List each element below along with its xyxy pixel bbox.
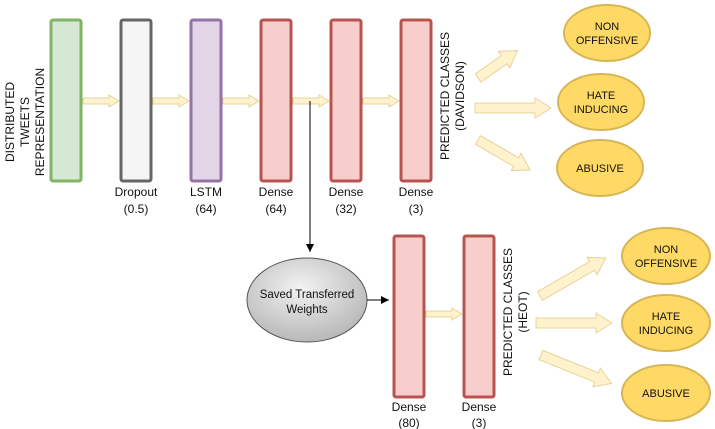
top-class-arrows [474,49,552,172]
class-hate-inducing-davidson-line1: HATE [587,90,616,102]
class-abusive-heot-line1: ABUSIVE [642,388,690,400]
saved-weights-line1: Saved Transferred [260,289,355,301]
arrow-dropout-to-lstm [152,94,190,108]
layer-size-dense-3-heot: (3) [472,416,487,429]
arrow-to-non-offensive [474,49,519,83]
layer-size-dense-64: (64) [265,202,286,216]
dense-3-heot-block [462,234,496,399]
predicted-classes-heot-sublabel: (HEOT) [516,291,530,332]
layer-label-dense-3-heot: Dense [462,400,497,414]
predicted-classes-davidson-sublabel: (DAVIDSON) [453,61,467,131]
dense-80-block [392,234,426,399]
class-non-offensive-davidson-line2: OFFENSIVE [576,35,638,47]
class-non-offensive-davidson [563,4,651,62]
arrow-to-abusive [474,134,531,172]
class-non-offensive-davidson-line1: NON [595,21,620,33]
dense-32-block [329,18,363,183]
class-abusive-heot [621,364,711,422]
arrow-dense-64-to-dense-32 [292,94,330,108]
arrow-dense-80-to-dense-3 [425,307,463,321]
layer-label-dense-80: Dense [392,400,427,414]
saved-weights-line2: Weights [286,304,328,316]
predicted-classes-heot-label: PREDICTED CLASSES [501,248,515,376]
arrow-input-to-dropout [82,94,120,108]
class-abusive-davidson-line1: ABUSIVE [576,163,624,175]
bottom-class-arrows [535,256,613,388]
input-label-2: TWEETS [18,97,32,147]
dense-3-block [399,18,433,183]
arrow-to-non-offensive-heot [536,256,607,302]
layer-size-dense-3: (3) [409,202,424,216]
arrow-dense-32-to-dense-3 [362,94,400,108]
class-hate-inducing-davidson-line2: INDUCING [574,104,628,116]
layer-label-dense-32: Dense [329,185,364,199]
layer-label-dense-64: Dense [259,185,294,199]
predicted-classes-davidson-label: PREDICTED CLASSES [438,32,452,160]
class-hate-inducing-heot-line1: HATE [652,311,681,323]
class-non-offensive-heot [621,227,711,285]
lstm-block [189,18,223,183]
arrow-to-abusive-heot [538,349,613,388]
input-label: DISTRIBUTED [3,82,17,162]
layer-label-dense-3: Dense [399,185,434,199]
dense-64-block [259,18,293,183]
input-block [49,18,83,183]
arrow-to-hate-inducing [474,97,552,119]
arrow-to-hate-inducing-heot [535,312,613,334]
top-flow-arrows [82,94,400,108]
dropout-block [119,18,153,183]
layer-label-lstm: LSTM [190,185,222,199]
layer-size-lstm: (64) [195,202,216,216]
class-hate-inducing-heot [621,294,711,352]
class-hate-inducing-heot-line2: INDUCING [639,325,693,337]
arrow-lstm-to-dense-64 [222,94,260,108]
class-non-offensive-heot-line1: NON [654,244,679,256]
layer-size-dense-80: (80) [398,416,419,429]
class-hate-inducing-davidson [557,73,645,131]
class-abusive-davidson [556,139,644,197]
layer-label-dropout: Dropout [115,185,158,199]
layer-size-dropout: (0.5) [124,202,149,216]
input-label-3: REPRESENTATION [33,68,47,176]
layer-size-dense-32: (32) [335,202,356,216]
class-non-offensive-heot-line2: OFFENSIVE [635,258,697,270]
